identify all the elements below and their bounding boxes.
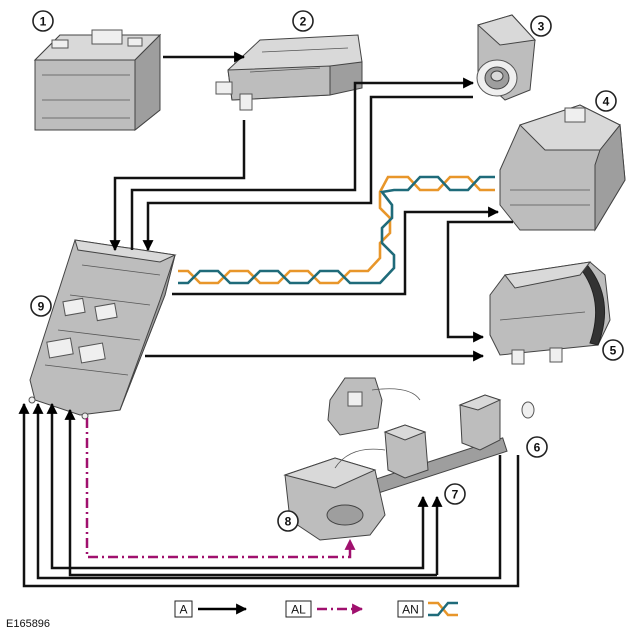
svg-text:3: 3 <box>538 20 545 34</box>
figure-reference-code: E165896 <box>6 618 50 630</box>
callout-8: 8 <box>277 510 299 532</box>
module-2-component <box>215 34 363 111</box>
steering-column-assembly <box>283 377 535 541</box>
wire-9-to-3 <box>130 77 475 250</box>
legend-item-al: AL <box>285 600 364 618</box>
svg-text:AN: AN <box>402 603 419 617</box>
wire-7-to-9-return <box>46 402 429 570</box>
callout-4: 4 <box>595 90 617 112</box>
wiring-an <box>178 175 495 285</box>
wire-9-to-4 <box>172 206 500 296</box>
module-4-component <box>499 104 626 232</box>
callout-9: 9 <box>30 295 52 317</box>
wire-2-to-9 <box>109 120 246 252</box>
wire-4-to-5 <box>446 220 513 343</box>
svg-text:6: 6 <box>534 441 541 455</box>
callout-2: 2 <box>292 10 314 32</box>
legend-item-an: AN <box>397 600 458 618</box>
callout-5: 5 <box>602 339 624 361</box>
wire-6-to-9-second <box>32 402 502 580</box>
callout-6: 6 <box>526 436 548 458</box>
svg-text:1: 1 <box>40 15 47 29</box>
wire-6-to-9-outer <box>18 402 520 588</box>
callout-3: 3 <box>530 15 552 37</box>
battery-component <box>33 29 162 132</box>
wiring-al <box>85 418 356 559</box>
legend: A AL AN <box>174 600 458 618</box>
wire-9-to-7-lower <box>64 408 437 577</box>
can-teal-line <box>178 175 495 285</box>
wiring-a <box>18 51 520 588</box>
can-orange-line <box>178 175 495 285</box>
fuse-box-9-component <box>28 239 177 420</box>
svg-text:AL: AL <box>291 603 306 617</box>
svg-text:2: 2 <box>300 15 307 29</box>
svg-text:5: 5 <box>610 344 617 358</box>
legend-twisted-teal <box>428 601 458 617</box>
instrument-cluster-5-component <box>489 261 611 365</box>
legend-item-a: A <box>174 600 248 618</box>
svg-text:4: 4 <box>603 95 610 109</box>
callout-1: 1 <box>32 10 54 32</box>
switch-3-component <box>476 14 537 101</box>
wire-3-to-9 <box>142 95 473 252</box>
callout-7: 7 <box>444 483 466 505</box>
svg-text:7: 7 <box>452 488 459 502</box>
svg-text:8: 8 <box>285 515 292 529</box>
svg-text:A: A <box>179 603 187 617</box>
svg-text:9: 9 <box>38 300 45 314</box>
lin-9-to-8 <box>85 418 356 559</box>
